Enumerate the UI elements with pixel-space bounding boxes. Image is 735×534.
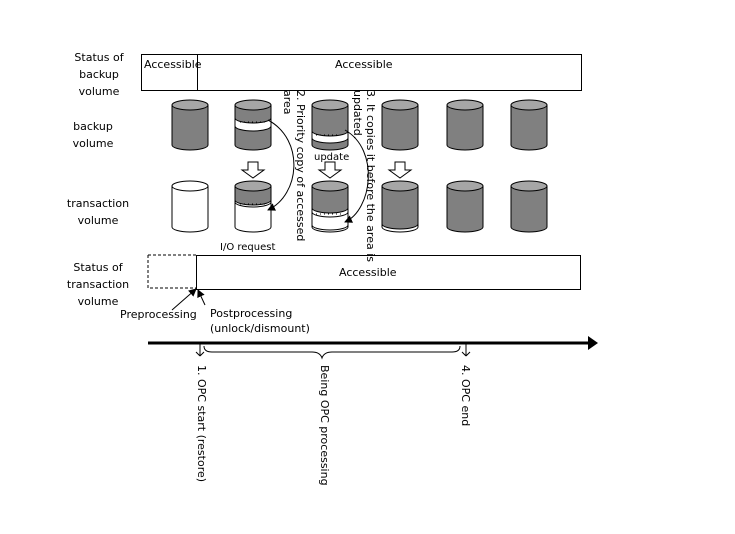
transaction-volume-label: transaction volume [66, 197, 130, 227]
preprocessing-label: Preprocessing [120, 308, 197, 321]
transaction-cylinder-6 [510, 180, 548, 233]
backup-status-right: Accessible [335, 58, 393, 71]
transaction-status-text: Accessible [339, 266, 397, 279]
update-label: update [314, 152, 350, 163]
timeline-start-tick [195, 343, 205, 357]
copy-before-update-label: 3. It copies it before the area is updat… [351, 90, 377, 262]
timeline-arrowhead [588, 336, 598, 350]
down-arrow-2 [317, 161, 343, 179]
backup-cylinder-3 [311, 99, 349, 151]
opc-start-label: 1. OPC start (restore) [195, 365, 208, 483]
backup-cylinder-2 [234, 99, 272, 151]
priority-copy-arrow [267, 119, 295, 211]
transaction-cylinder-5 [446, 180, 484, 233]
being-processing-label: Being OPC processing [318, 365, 331, 486]
status-backup-label: Status of backup volume [74, 51, 124, 98]
transaction-cylinder-4 [381, 180, 419, 233]
backup-volume-label: backup volume [72, 120, 114, 150]
preprocessing-pointer [171, 288, 197, 311]
io-request-label: I/O request [220, 242, 276, 253]
copy-before-update-arrow [344, 129, 369, 223]
transaction-cylinder-2 [234, 180, 272, 233]
timeline-end-tick [461, 343, 471, 357]
backup-cylinder-1 [171, 99, 209, 151]
backup-status-left: Accessible [144, 58, 202, 71]
down-arrow-3 [387, 161, 413, 179]
status-transaction-label: Status of transaction volume [66, 261, 130, 308]
transaction-status-bar: Accessible [196, 255, 581, 290]
backup-status-bar: Accessible Accessible [141, 54, 582, 91]
postprocessing-pointer [197, 289, 206, 306]
transaction-cylinder-3 [311, 180, 349, 233]
down-arrow-1 [240, 161, 266, 179]
processing-brace [203, 345, 461, 360]
transaction-cylinder-1 [171, 180, 209, 233]
transaction-status-preprocessing-box [147, 254, 196, 289]
backup-status-divider [197, 55, 198, 90]
backup-cylinder-5 [446, 99, 484, 151]
priority-copy-label: 2. Priority copy of accessed area [281, 90, 307, 242]
backup-cylinder-6 [510, 99, 548, 151]
backup-cylinder-4 [381, 99, 419, 151]
postprocessing-label: Postprocessing (unlock/dismount) [210, 307, 310, 335]
opc-end-label: 4. OPC end [459, 365, 472, 427]
